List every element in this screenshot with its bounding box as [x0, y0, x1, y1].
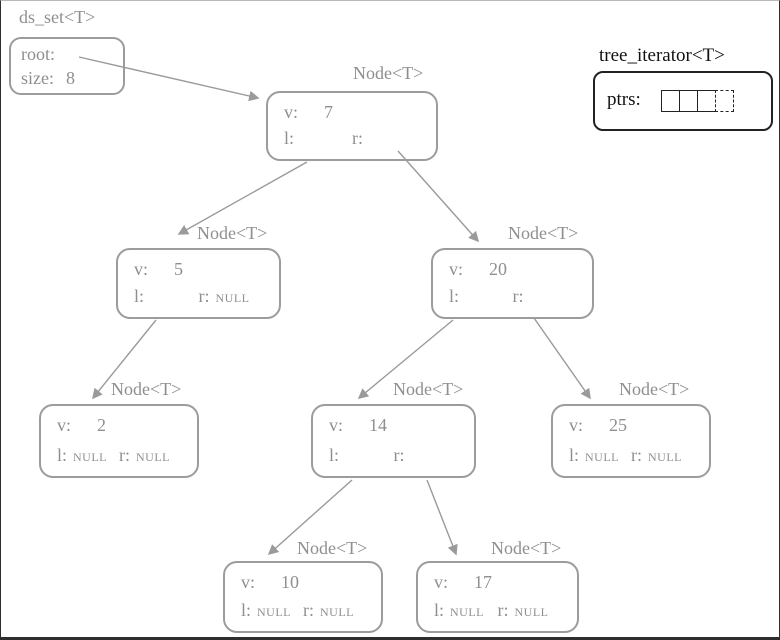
node5-title: Node<T> — [197, 223, 268, 243]
l-value: NULL — [73, 450, 108, 464]
ds-set-box: root: size: 8 — [9, 37, 125, 95]
node25-title: Node<T> — [619, 379, 690, 399]
v-value: 7 — [324, 102, 334, 122]
tree-node-17: v: 17 l: NULL r: NULL — [416, 561, 579, 633]
size-field-label: size: — [21, 68, 54, 88]
l-value: NULL — [585, 450, 620, 464]
l-value: NULL — [450, 605, 485, 619]
v-value: 17 — [474, 572, 493, 592]
tree-node-14: v: 14 l: r: — [311, 404, 476, 478]
v-value: 25 — [609, 415, 628, 435]
tree-node-25: v: 25 l: NULL r: NULL — [551, 404, 711, 478]
v-label: v: — [57, 415, 72, 435]
v-label: v: — [569, 415, 584, 435]
r-value: NULL — [215, 291, 250, 305]
r-label: r: — [497, 600, 509, 620]
l-label: l: — [434, 600, 445, 620]
l-label: l: — [284, 128, 295, 148]
l-label: l: — [449, 286, 460, 306]
l-label: l: — [329, 445, 340, 465]
l-value: NULL — [257, 605, 292, 619]
ptrs-array — [661, 90, 734, 112]
node20-title: Node<T> — [508, 223, 579, 243]
r-value: NULL — [320, 605, 354, 619]
v-label: v: — [329, 415, 344, 435]
tree-node-2: v: 2 l: NULL r: NULL — [39, 404, 199, 478]
v-label: v: — [134, 259, 149, 279]
v-label: v: — [284, 102, 299, 122]
v-value: 14 — [369, 415, 388, 435]
v-label: v: — [241, 572, 256, 592]
r-value: NULL — [514, 605, 549, 619]
r-label: r: — [198, 286, 210, 306]
edge-node14-r-to-node17 — [426, 479, 458, 556]
r-label: r: — [352, 128, 363, 148]
l-label: l: — [134, 286, 145, 306]
tree-node-5: v: 5 l: r: NULL — [116, 248, 281, 319]
tree-iterator-title: tree_iterator<T> — [599, 45, 725, 66]
v-value: 10 — [281, 572, 300, 592]
l-label: l: — [569, 445, 580, 465]
ptrs-field-label: ptrs: — [607, 89, 641, 110]
v-value: 5 — [174, 259, 184, 279]
ptr-cell — [679, 90, 698, 112]
node2-title: Node<T> — [111, 379, 182, 399]
ptr-cell — [661, 90, 680, 112]
ptr-cell-dashed — [715, 90, 734, 112]
v-value: 20 — [489, 259, 508, 279]
root-field-label: root: — [21, 44, 55, 64]
v-label: v: — [449, 259, 464, 279]
tree-node-7: v: 7 l: r: — [266, 91, 438, 161]
tree-iterator-box: ptrs: — [593, 71, 773, 131]
r-label: r: — [119, 445, 130, 465]
tree-node-10: v: 10 l: NULL r: NULL — [223, 561, 383, 633]
ptr-cell — [697, 90, 716, 112]
r-label: r: — [631, 445, 642, 465]
r-label: r: — [512, 286, 524, 306]
node17-title: Node<T> — [491, 538, 562, 558]
size-value: 8 — [66, 68, 75, 88]
l-label: l: — [241, 600, 252, 620]
node14-title: Node<T> — [393, 379, 464, 399]
r-value: NULL — [136, 450, 170, 464]
ds-set-title: ds_set<T> — [19, 7, 96, 27]
node7-title: Node<T> — [353, 63, 424, 83]
r-value: NULL — [648, 450, 682, 464]
edge-node20-r-to-node25 — [533, 317, 591, 400]
l-label: l: — [57, 445, 68, 465]
r-label: r: — [303, 600, 314, 620]
node10-title: Node<T> — [297, 538, 368, 558]
r-label: r: — [393, 445, 405, 465]
tree-node-20: v: 20 l: r: — [431, 248, 594, 319]
edge-node7-r-to-node20 — [397, 150, 480, 243]
v-label: v: — [434, 572, 449, 592]
v-value: 2 — [97, 415, 107, 435]
